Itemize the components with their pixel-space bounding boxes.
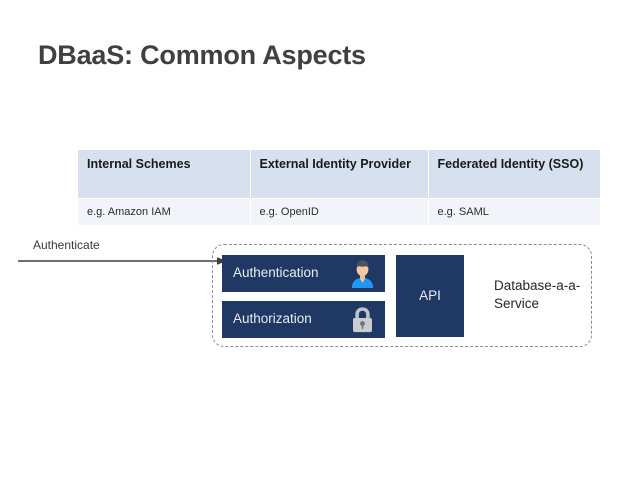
- api-box[interactable]: API: [396, 255, 464, 337]
- dbaas-container: [212, 244, 592, 347]
- page-title: DBaaS: Common Aspects: [38, 40, 366, 70]
- cell-external-identity-provider-example: e.g. OpenID: [250, 198, 429, 225]
- common-aspects-table: Internal Schemes External Identity Provi…: [78, 150, 600, 225]
- lock-icon: [353, 307, 372, 333]
- authorization-label: Authorization: [233, 311, 312, 326]
- authorization-box[interactable]: Authorization: [222, 301, 385, 338]
- authentication-box[interactable]: Authentication: [222, 255, 385, 292]
- column-header-internal-schemes: Internal Schemes: [78, 150, 251, 199]
- database-as-a-service-label: Database-a-a-Service: [494, 278, 581, 311]
- user-icon: [351, 260, 374, 289]
- cell-internal-schemes-example: e.g. Amazon IAM: [78, 198, 251, 225]
- authenticate-label: Authenticate: [33, 238, 100, 252]
- column-header-external-identity-provider: External Identity Provider: [250, 150, 429, 199]
- authenticate-arrow-icon: [18, 257, 227, 265]
- column-header-federated-identity-sso: Federated Identity (SSO): [428, 150, 600, 199]
- table-row: e.g. Amazon IAM e.g. OpenID e.g. SAML: [78, 198, 600, 225]
- authentication-label: Authentication: [233, 265, 319, 280]
- api-label: API: [419, 288, 441, 304]
- cell-federated-identity-example: e.g. SAML: [428, 198, 600, 225]
- table-header-row: Internal Schemes External Identity Provi…: [78, 150, 600, 199]
